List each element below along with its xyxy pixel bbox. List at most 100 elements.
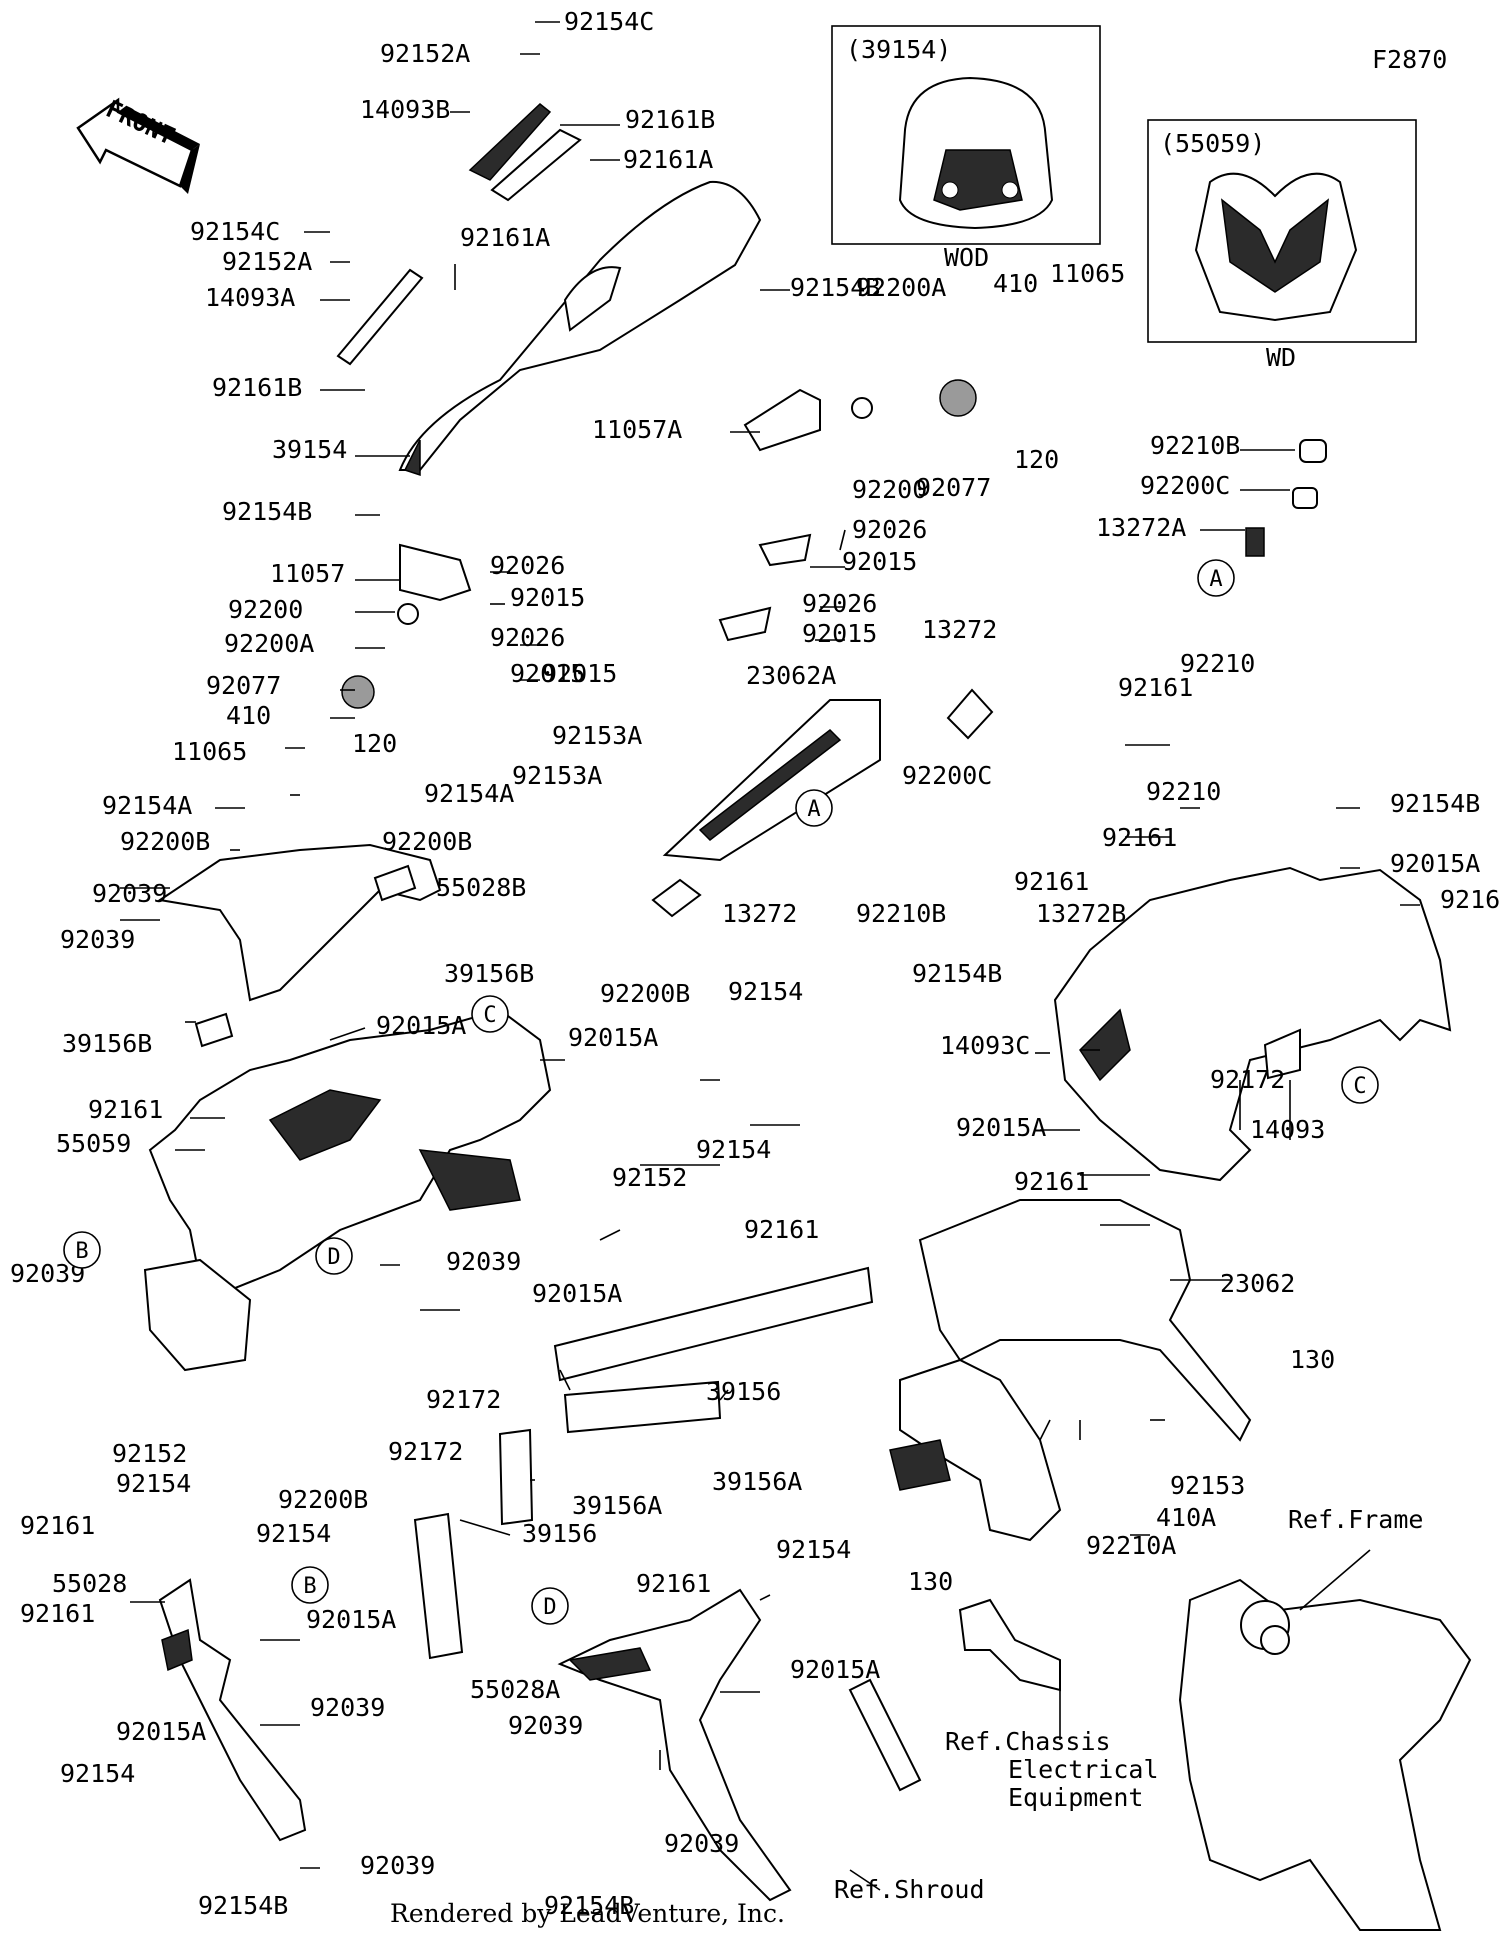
- part-label: 92210A: [1086, 1531, 1176, 1560]
- callout-circle: C: [1341, 1066, 1379, 1104]
- panel-55028: [158, 1578, 307, 1842]
- part-label: 92154B: [198, 1891, 288, 1920]
- part-label: 92200C: [902, 761, 992, 790]
- part-label: 92210B: [1150, 431, 1240, 460]
- part-label: 92200B: [120, 827, 210, 856]
- strip-14093a: [336, 268, 424, 366]
- part-label: 92026: [490, 623, 565, 652]
- part-label: 92161: [1440, 885, 1500, 914]
- inset-caption-wod: WOD: [944, 243, 989, 272]
- part-label: 92210: [1146, 777, 1221, 806]
- part-label: 92039: [310, 1693, 385, 1722]
- part-label: 92015A: [306, 1605, 396, 1634]
- part-label: 11057: [270, 559, 345, 588]
- callout-letter: A: [1209, 567, 1222, 592]
- pad-39156b-a: [373, 864, 417, 902]
- ref-chassis-note-1: Ref.Chassis: [945, 1727, 1111, 1756]
- figure-code: F2870: [1372, 45, 1447, 74]
- part-label: 92154C: [190, 217, 280, 246]
- callout-letter: B: [303, 1574, 316, 1599]
- part-label: 92039: [60, 925, 135, 954]
- part-label: 92154C: [564, 7, 654, 36]
- callout-letter: D: [327, 1245, 340, 1270]
- part-label: 92161A: [623, 145, 713, 174]
- part-label: 92039: [360, 1851, 435, 1880]
- front-arrow: FRONT: [76, 95, 200, 194]
- part-label: 55028A: [470, 1675, 560, 1704]
- part-label: 92200: [228, 595, 303, 624]
- part-label: 92200A: [856, 273, 946, 302]
- part-label: 92172: [426, 1385, 501, 1414]
- part-label: 92200A: [224, 629, 314, 658]
- deflector-14093b: [468, 103, 552, 181]
- ref-frame: [1178, 1578, 1472, 1931]
- windshield-39154: [398, 180, 762, 471]
- part-label: 23062: [1220, 1269, 1295, 1298]
- plate-92026-a: [758, 533, 812, 567]
- part-label: 92154: [60, 1759, 135, 1788]
- pad-39156b-b: [194, 1012, 234, 1048]
- part-label: 92154B: [544, 1891, 634, 1920]
- part-label: 39156A: [572, 1491, 662, 1520]
- part-label: 92161A: [460, 223, 550, 252]
- part-label: 14093: [1250, 1115, 1325, 1144]
- inset-header-39154: (39154): [846, 35, 951, 64]
- part-label: 13272: [722, 899, 797, 928]
- callout-circle: D: [531, 1587, 569, 1625]
- part-label: 92161: [1014, 1167, 1089, 1196]
- part-label: 92015A: [1390, 849, 1480, 878]
- part-label: 92153A: [512, 761, 602, 790]
- footer-credit: Rendered by LeadVenture, Inc.: [390, 1899, 785, 1928]
- plate-13272-bot: [651, 878, 702, 918]
- part-label: 39156: [522, 1519, 597, 1548]
- part-label: 92161: [88, 1095, 163, 1124]
- part-label: 410A: [1156, 1503, 1216, 1532]
- part-label: 92200B: [600, 979, 690, 1008]
- part-label: 92200B: [278, 1485, 368, 1514]
- callout-circle: B: [291, 1566, 329, 1604]
- part-label: 92015A: [790, 1655, 880, 1684]
- part-label: 92154B: [912, 959, 1002, 988]
- part-label: 92039: [664, 1829, 739, 1858]
- callout-circle: D: [315, 1237, 353, 1275]
- part-label: 92153A: [552, 721, 642, 750]
- part-label: 92154B: [222, 497, 312, 526]
- part-label: 11065: [172, 737, 247, 766]
- part-label: 92172: [1210, 1065, 1285, 1094]
- plate-13272-top: [946, 688, 994, 740]
- bracket-14093: [1263, 1028, 1301, 1080]
- nut-13272a: [1245, 527, 1265, 557]
- part-label: 92015: [510, 583, 585, 612]
- ref-shroud-note: Ref.Shroud: [834, 1875, 985, 1904]
- part-label: 39154: [272, 435, 347, 464]
- inset-box-39154: (39154) WOD: [831, 25, 1101, 272]
- callout-circle: A: [795, 789, 833, 827]
- grommet-92200c: [1292, 487, 1318, 509]
- part-label: 92039: [446, 1247, 521, 1276]
- part-label: 92026: [802, 589, 877, 618]
- part-label: 14093A: [205, 283, 295, 312]
- part-label: 120: [352, 729, 397, 758]
- part-label: 92210: [1180, 649, 1255, 678]
- part-label: 92153: [1170, 1471, 1245, 1500]
- inset-header-55059: (55059): [1160, 129, 1265, 158]
- part-label: 130: [908, 1567, 953, 1596]
- inset-box-55059: (55059) WD: [1147, 119, 1417, 372]
- inner-cover-14093c: [1053, 866, 1452, 1182]
- part-label: 92154: [256, 1519, 331, 1548]
- part-label: 92161B: [212, 373, 302, 402]
- part-label: 13272B: [1036, 899, 1126, 928]
- bracket-11057: [399, 543, 472, 602]
- part-label: 92015: [842, 547, 917, 576]
- ref-shroud: [848, 1678, 922, 1792]
- part-label: 11065: [1050, 259, 1125, 288]
- part-label: 92161: [20, 1511, 95, 1540]
- part-label: 92154B: [790, 273, 880, 302]
- part-label: 92161: [1014, 867, 1089, 896]
- part-label: 92015A: [568, 1023, 658, 1052]
- part-label: 14093C: [940, 1031, 1030, 1060]
- foam-39156a-block: [498, 1428, 534, 1526]
- part-label: 39156: [706, 1377, 781, 1406]
